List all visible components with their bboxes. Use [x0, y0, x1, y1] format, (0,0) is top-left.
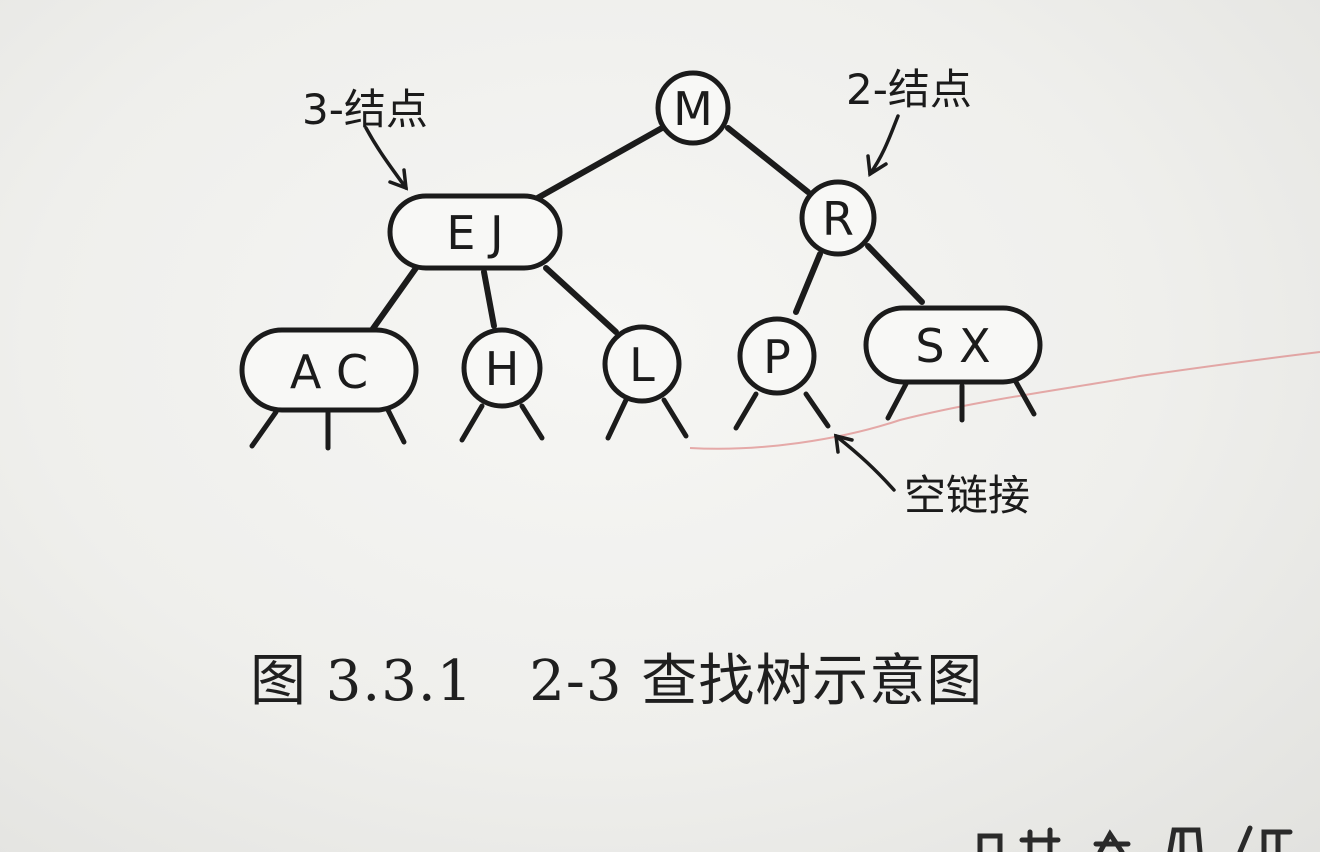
node-l-shape [602, 324, 682, 404]
arrow-to-null-link [834, 434, 896, 492]
edge-m-r [725, 125, 811, 195]
arrow-to-two-node [868, 114, 900, 176]
arrow-to-null-link-head [833, 433, 854, 454]
figure-number: 图 3.3.1 [250, 649, 474, 714]
null-link [1013, 379, 1037, 417]
node-l: L [602, 324, 682, 404]
label-two-node: 2-结点 [846, 65, 972, 114]
label-null-link: 空链接 [904, 471, 1030, 520]
edge-m-ej [531, 125, 665, 203]
arrow-to-two-node-head [866, 154, 888, 177]
node-ac-label: A C [290, 345, 368, 399]
cropped-next-line [960, 812, 1320, 852]
node-ej-shape [387, 193, 563, 271]
node-sx: S X [863, 305, 1043, 385]
node-r-label: R [822, 192, 854, 246]
node-m-shape [655, 70, 731, 146]
node-p: P [737, 316, 817, 396]
null-link [733, 391, 759, 431]
node-ac-shape [239, 327, 419, 413]
label-three-node: 3-结点 [302, 85, 428, 134]
null-link [383, 403, 407, 445]
edge-r-sx [865, 243, 925, 305]
node-sx-label: S X [915, 319, 990, 373]
node-r: R [799, 179, 877, 257]
null-link [519, 403, 545, 441]
node-sx-shape [863, 305, 1043, 385]
node-h-label: H [485, 342, 520, 396]
null-links [249, 379, 1037, 451]
node-m: M [655, 70, 731, 146]
edge-ej-l [543, 265, 619, 335]
node-h-shape [461, 327, 543, 409]
node-r-shape [799, 179, 877, 257]
edge-ej-ac [369, 265, 419, 333]
null-link [885, 381, 909, 421]
node-m-label: M [673, 82, 713, 136]
arrow-to-three-node-head [388, 168, 409, 191]
arrow-to-three-node [364, 126, 408, 190]
node-h: H [461, 327, 543, 409]
annotation-arrows [364, 114, 900, 492]
node-ej-label: E J [446, 206, 503, 260]
cropped-glyphs [977, 825, 1293, 852]
null-link [605, 397, 629, 441]
red-pen-stroke [689, 351, 1320, 450]
node-p-shape [737, 316, 817, 396]
null-link [661, 397, 689, 439]
node-ej: E J [387, 193, 563, 271]
node-p-label: P [763, 330, 791, 384]
null-link [249, 409, 279, 449]
null-link [459, 403, 485, 443]
tree-edges [369, 125, 925, 335]
edge-r-p [793, 251, 823, 315]
figure-caption: 图 3.3.1 2-3 查找树示意图 [250, 636, 983, 717]
figure-title: 2-3 查找树示意图 [529, 649, 984, 714]
edge-ej-h [481, 269, 497, 329]
node-ac: A C [239, 327, 419, 413]
node-l-label: L [629, 338, 655, 392]
null-link [803, 391, 831, 429]
